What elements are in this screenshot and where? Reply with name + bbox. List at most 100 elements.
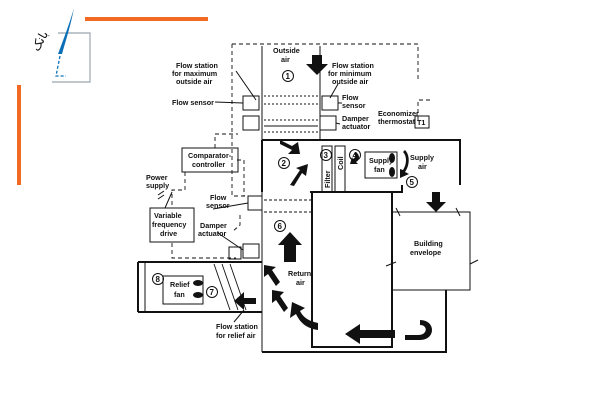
logo-orange-vertical-bar — [17, 85, 21, 185]
label-flow-station-min-3: outside air — [332, 77, 369, 86]
building-envelope-box — [391, 211, 471, 291]
label-damper-actuator-mid-1: Damper — [200, 221, 227, 230]
label-flow-sensor-right-2: sensor — [342, 101, 366, 110]
label-comparator-1: Comparator- — [188, 151, 232, 160]
damper-actuator-top-box — [319, 115, 337, 131]
label-outside-air-2: air — [281, 55, 290, 64]
label-flow-station-max-1: Flow station — [176, 61, 218, 70]
return-bottom-arrow-2 — [345, 324, 395, 344]
label-flow-station-relief-2: for relief air — [216, 331, 256, 340]
marker-7: 7 — [206, 286, 218, 298]
relief-fan-icon — [193, 280, 203, 298]
control-boundary-dashed — [231, 43, 419, 197]
label-supply-fan-1: Supply — [369, 156, 393, 165]
outside-air-damper-top — [264, 119, 318, 133]
return-duct-inner — [311, 191, 393, 348]
label-supply-air-2: air — [418, 162, 427, 171]
logo-box — [52, 32, 91, 83]
marker-6: 6 — [274, 220, 286, 232]
label-damper-actuator-top-1: Damper — [342, 114, 369, 123]
marker-5: 5 — [406, 176, 418, 188]
control-wire-right — [417, 99, 430, 120]
outside-air-arrow — [306, 55, 328, 75]
marker-1: 1 — [282, 70, 294, 82]
label-flow-sensor-left: Flow sensor — [172, 98, 214, 107]
label-building-envelope-1: Building — [414, 239, 443, 248]
svg-text:6: 6 — [278, 222, 283, 231]
svg-text:2: 2 — [282, 159, 287, 168]
relief-arrow — [234, 292, 256, 310]
supply-down-arrow — [426, 192, 446, 212]
label-flow-station-relief-1: Flow station — [216, 322, 258, 331]
label-relief-fan-1: Relief — [170, 280, 190, 289]
marker-8: 8 — [152, 273, 164, 285]
comparator-controller-box — [181, 147, 239, 173]
return-up-arrow — [278, 232, 302, 262]
outer-return-wall — [262, 290, 447, 353]
leader-lines — [164, 70, 342, 323]
logo-quill-icon — [58, 8, 74, 54]
damper-actuator-relief-box — [228, 246, 242, 260]
control-wire-flowsensor-mid — [231, 215, 241, 233]
svg-text:3: 3 — [324, 151, 329, 160]
damper-actuator-mid-box — [242, 243, 260, 259]
return-bottom-arrow-5 — [264, 265, 280, 286]
flow-sensor-right-box — [321, 95, 339, 111]
coil-arrow — [350, 152, 359, 164]
marker-2: 2 — [278, 157, 290, 169]
label-supply-fan-2: fan — [374, 165, 385, 174]
label-vfd-2: frequency — [152, 220, 186, 229]
relief-duct — [137, 261, 262, 313]
flow-station-hatch — [264, 95, 318, 105]
power-supply-hash — [157, 190, 165, 200]
relief-fan-box — [162, 275, 204, 305]
label-flow-sensor-mid-2: sensor — [206, 201, 230, 210]
label-flow-station-max-3: outside air — [176, 77, 213, 86]
mixing-arrow — [280, 140, 300, 154]
label-comparator-2: controller — [192, 160, 225, 169]
logo-orange-horizontal-bar — [85, 17, 208, 21]
label-relief-fan-2: fan — [174, 290, 185, 299]
filter-entry-arrow — [290, 164, 308, 186]
mixing-box-top — [261, 139, 461, 192]
label-economizer-2: thermostat — [378, 117, 416, 126]
control-wire-comparator-down — [171, 172, 186, 208]
return-damper-mid — [264, 199, 312, 213]
label-coil: Coil — [336, 156, 345, 170]
label-power-supply-2: supply — [146, 181, 169, 190]
label-outside-air-1: Outside — [273, 46, 300, 55]
logo: بانک — [17, 8, 208, 185]
label-return-air-2: air — [296, 278, 305, 287]
svg-text:8: 8 — [156, 275, 161, 284]
svg-text:5: 5 — [410, 178, 415, 187]
label-vfd-3: drive — [160, 229, 177, 238]
marker-4: 4 — [349, 149, 361, 161]
label-flow-sensor-mid-1: Flow — [210, 193, 227, 202]
logo-quill-shadow — [55, 55, 66, 77]
svg-text:1: 1 — [286, 72, 291, 81]
label-flow-station-min-2: for minimum — [328, 69, 372, 78]
svg-text:7: 7 — [210, 288, 215, 297]
label-flow-station-max-2: for maximum — [172, 69, 217, 78]
filter-bank — [321, 145, 333, 193]
flow-sensor-mid-box — [247, 195, 263, 211]
control-wire-comparator-right — [237, 159, 245, 196]
flow-sensor-left-box — [242, 95, 260, 111]
label-filter: Filter — [323, 170, 332, 188]
label-supply-air-1: Supply — [410, 153, 434, 162]
supply-curved-arrow — [400, 150, 409, 178]
label-damper-actuator-top-2: actuator — [342, 122, 371, 131]
return-bottom-arrow-4 — [272, 290, 288, 312]
control-wire-vfd — [171, 243, 236, 259]
label-power-supply-1: Power — [146, 173, 168, 182]
supply-fan-box — [364, 151, 398, 179]
label-flow-sensor-right-1: Flow — [342, 93, 359, 102]
label-economizer-1: Economizer — [378, 109, 419, 118]
thermostat-box — [414, 115, 430, 129]
return-bottom-arrow-3 — [290, 302, 318, 330]
return-bottom-arrow-1 — [405, 320, 432, 340]
label-vfd-1: Variable — [154, 211, 182, 220]
label-damper-actuator-mid-2: actuator — [198, 229, 227, 238]
label-flow-station-min-1: Flow station — [332, 61, 374, 70]
